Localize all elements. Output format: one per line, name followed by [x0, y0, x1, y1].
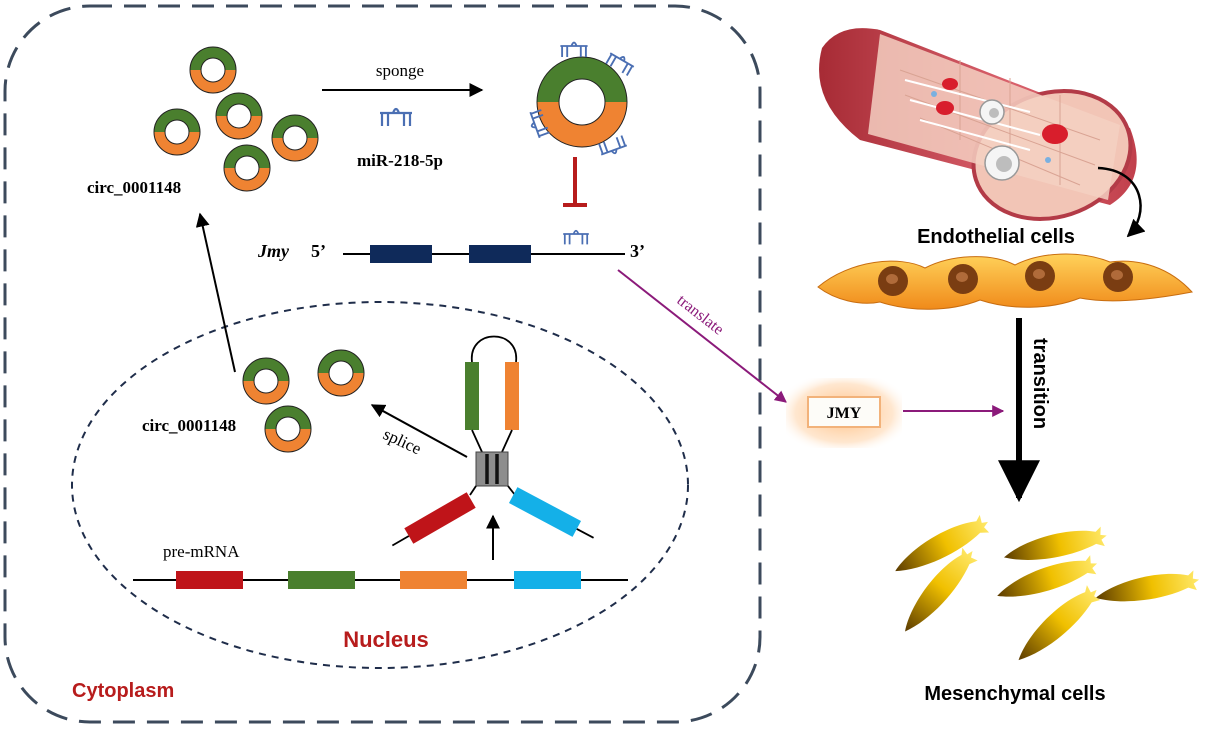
export-arrow	[195, 212, 236, 373]
cytoplasm-boundary	[3, 4, 762, 724]
premrna-exon-orange	[400, 571, 467, 589]
endothelial-label: Endothelial cells	[917, 226, 1075, 248]
splice-arrow	[370, 404, 468, 458]
sponged-circrna	[536, 56, 628, 148]
nucleus-label: Nucleus	[343, 627, 429, 652]
mirna-label: miR-218-5p	[357, 151, 443, 170]
backsplice-structure	[391, 335, 594, 547]
transition-label: transition	[1029, 338, 1051, 429]
jmy-mirna-site-icon	[562, 229, 590, 246]
sponge-label: sponge	[376, 61, 424, 80]
jmy-protein-box	[807, 396, 881, 428]
circrna-label-top: circ_0001148	[87, 178, 181, 197]
endothelial-cells	[817, 253, 1193, 310]
jmy-exon-1	[370, 245, 432, 263]
blood-vessel-illustration	[819, 28, 1137, 221]
cytoplasm-label: Cytoplasm	[72, 680, 174, 702]
jmy-exon-2	[469, 245, 531, 263]
jmy-protein-label: JMY	[827, 405, 862, 422]
three-prime-label: 3’	[630, 241, 645, 261]
circrna-cluster-nucleus	[242, 349, 365, 453]
five-prime-label: 5’	[311, 241, 326, 261]
mirna-icon	[378, 107, 414, 128]
mesenchymal-cells	[895, 514, 1200, 661]
translate-arrow	[617, 269, 787, 403]
circrna-cluster-top	[153, 46, 319, 192]
premrna-exon-red	[176, 571, 243, 589]
translate-label: translate	[674, 292, 727, 339]
circrna-label-nucleus: circ_0001148	[142, 416, 236, 435]
gene-label: Jmy	[257, 241, 290, 261]
nucleus-boundary	[71, 301, 689, 669]
mesenchymal-label: Mesenchymal cells	[924, 683, 1105, 705]
premrna-exon-blue	[514, 571, 581, 589]
premrna-label: pre-mRNA	[163, 542, 240, 561]
curved-arrow	[1097, 166, 1146, 238]
premrna-exon-green	[288, 571, 355, 589]
